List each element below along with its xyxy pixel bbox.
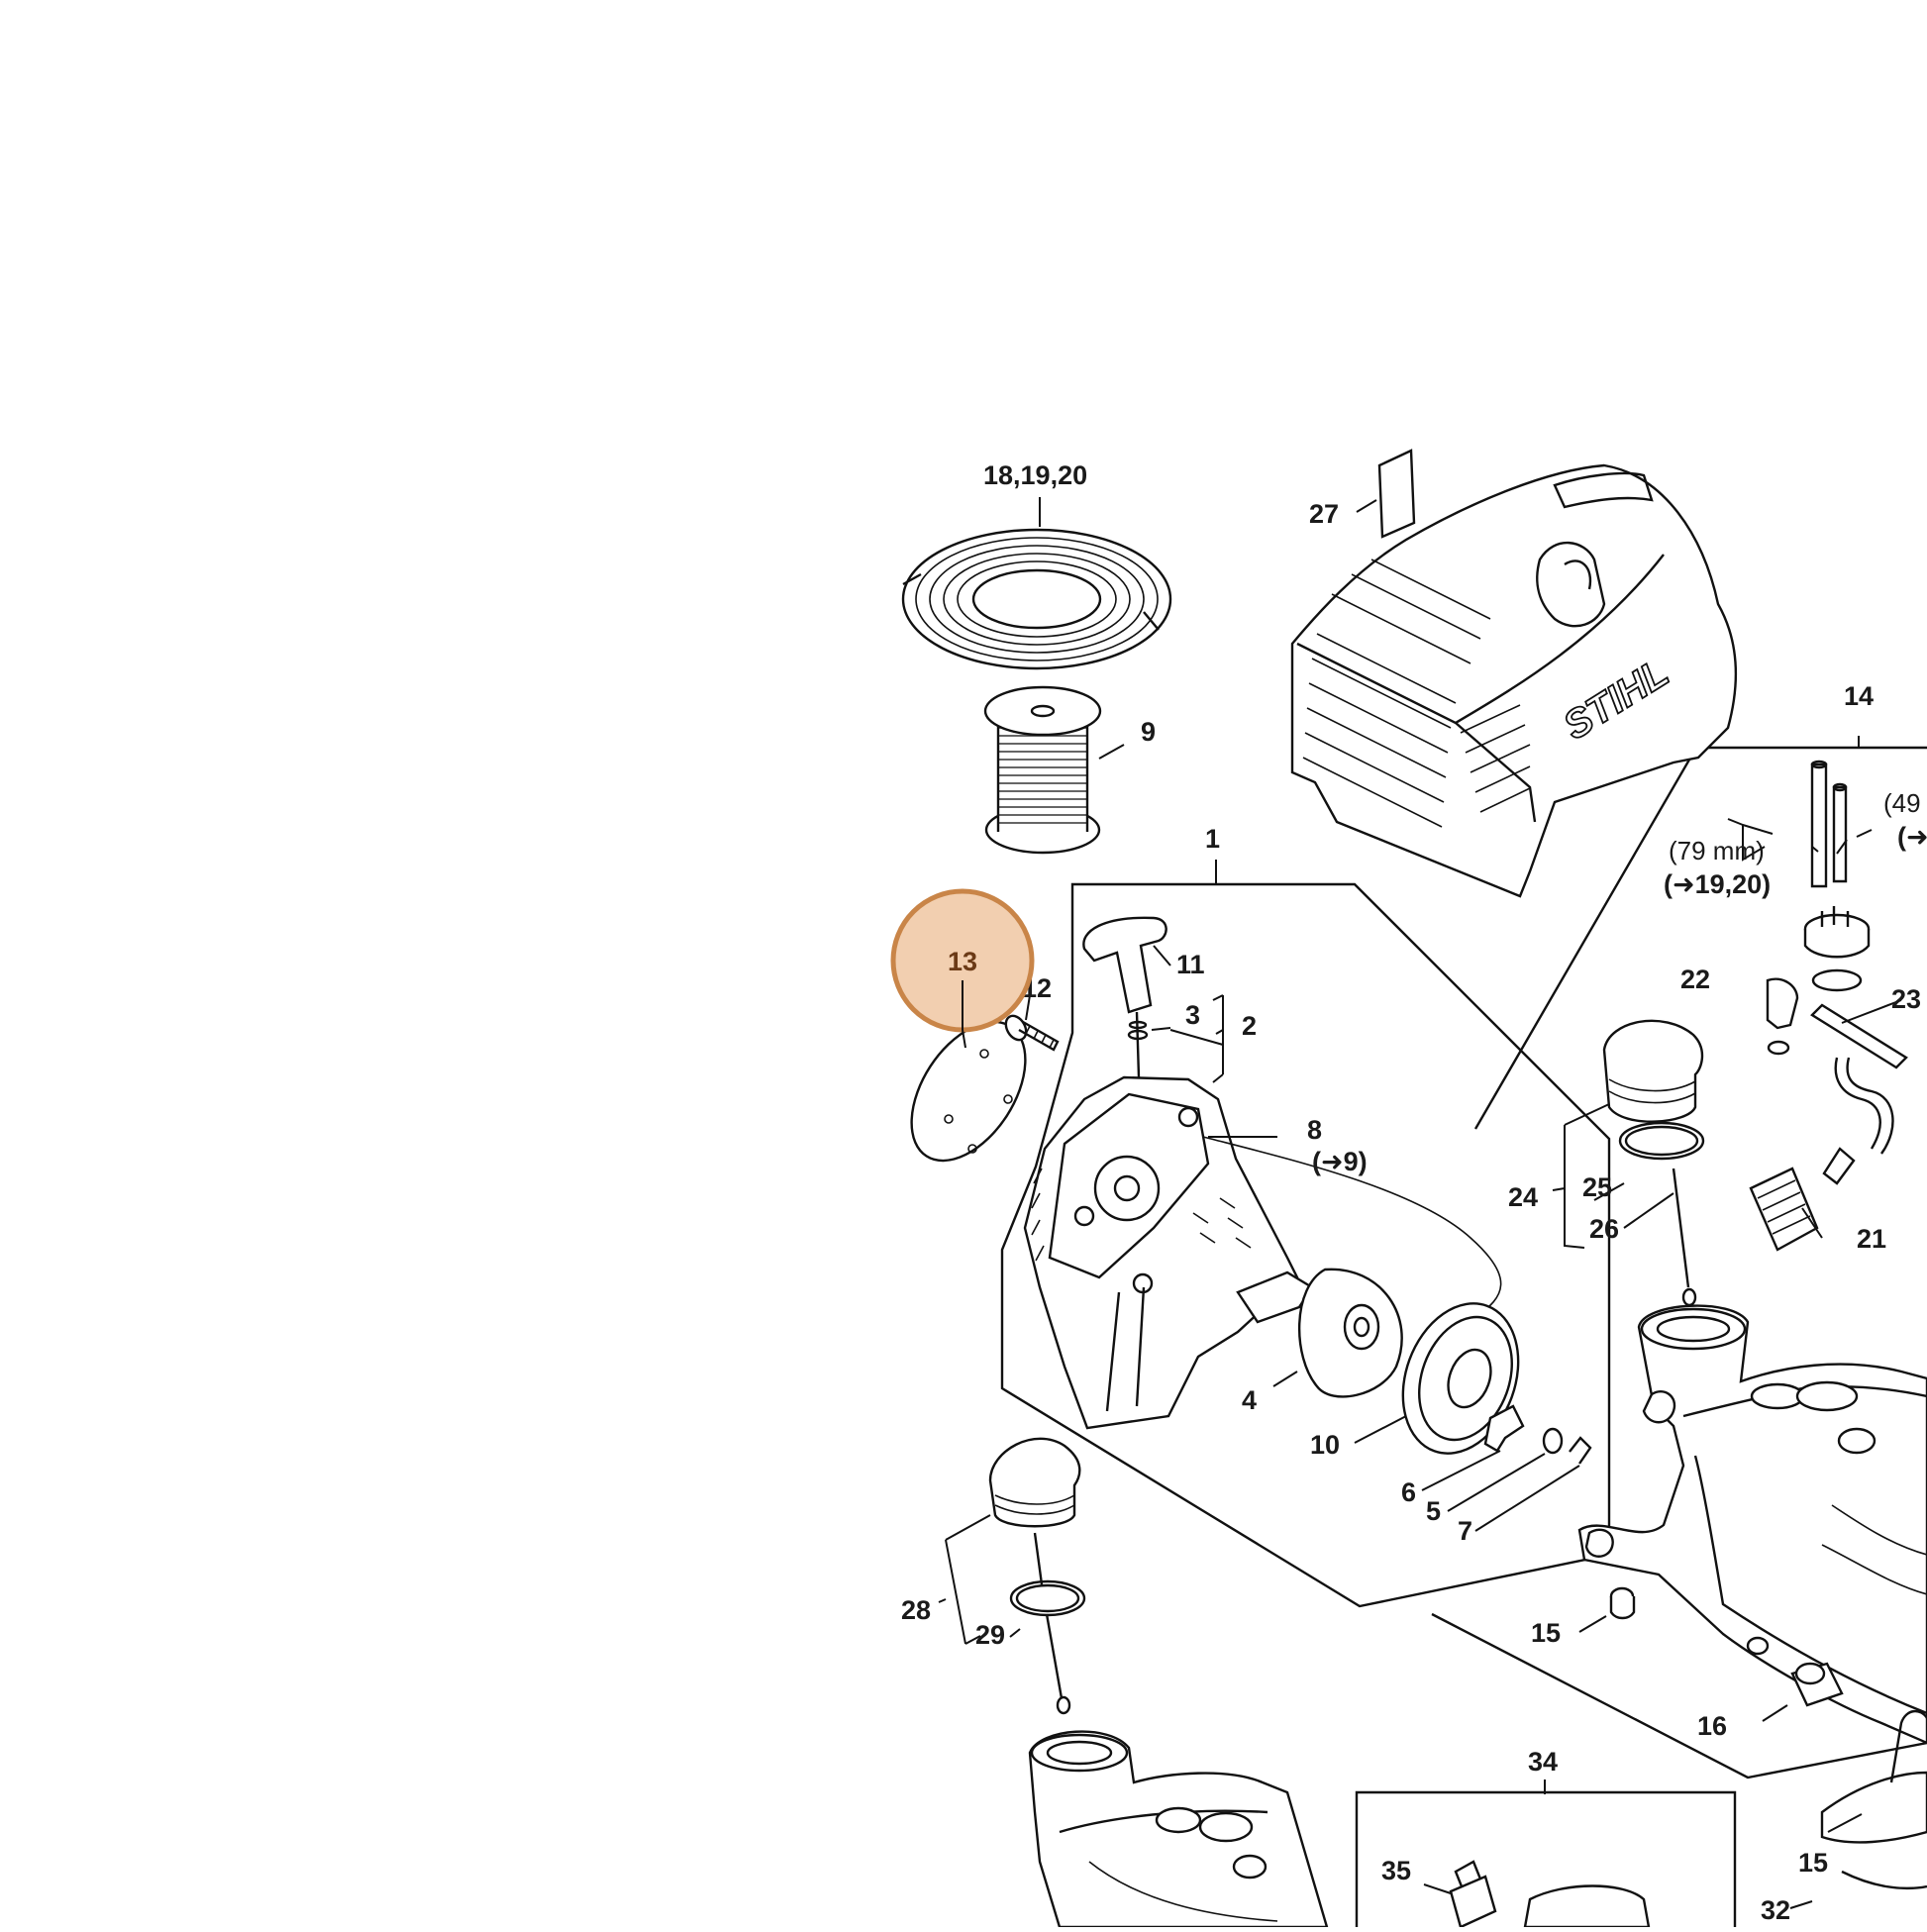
label-9: 9 xyxy=(1141,717,1156,747)
rope-guide xyxy=(1297,1268,1403,1398)
label-3: 3 xyxy=(1185,1000,1200,1030)
fuel-hoses xyxy=(1810,760,1848,888)
label-8: 8 xyxy=(1307,1115,1322,1145)
label-79mm: (79 mm) xyxy=(1669,836,1765,865)
fuel-tank xyxy=(1577,1304,1927,1745)
label-23: 23 xyxy=(1891,984,1921,1014)
label-35: 35 xyxy=(1381,1856,1411,1885)
label-2: 2 xyxy=(1242,1011,1257,1041)
label-15-a: 15 xyxy=(1531,1618,1561,1648)
decal xyxy=(1377,449,1416,539)
tank-vent xyxy=(1803,906,1871,992)
label-26: 26 xyxy=(1589,1214,1619,1244)
label-10: 10 xyxy=(1310,1430,1340,1460)
label-14: 14 xyxy=(1844,681,1874,711)
coil-spring xyxy=(901,528,1172,670)
shroud: STIHL xyxy=(1290,463,1738,898)
pickup-valve xyxy=(1766,977,1908,1069)
group-outline-tank xyxy=(1431,1612,1927,1779)
label-18-19-20: 18,19,20 xyxy=(983,460,1087,490)
rope-rotor xyxy=(983,685,1102,855)
label-4: 4 xyxy=(1242,1385,1257,1415)
label-49: (49 xyxy=(1883,788,1921,818)
fuel-filter xyxy=(1749,1147,1856,1252)
label-22: 22 xyxy=(1680,965,1710,994)
starter-grip xyxy=(1082,916,1167,1078)
label-6: 6 xyxy=(1401,1477,1416,1507)
label-5: 5 xyxy=(1426,1496,1441,1526)
label-49-ref: (➜ xyxy=(1897,822,1927,852)
label-79mm-ref: (➜19,20) xyxy=(1664,869,1771,899)
label-34: 34 xyxy=(1528,1747,1558,1777)
highlight-callout-13[interactable]: 13 xyxy=(890,888,1035,1049)
fuel-cap xyxy=(1602,1019,1705,1307)
label-27: 27 xyxy=(1309,499,1339,529)
label-21: 21 xyxy=(1857,1224,1886,1254)
highlight-label: 13 xyxy=(948,947,977,976)
label-16: 16 xyxy=(1697,1711,1727,1741)
label-24: 24 xyxy=(1508,1182,1538,1212)
label-8-ref: (➜9) xyxy=(1312,1147,1368,1176)
label-25: 25 xyxy=(1582,1172,1612,1202)
label-29: 29 xyxy=(975,1620,1005,1650)
rope-rotor-pulley xyxy=(1401,1302,1520,1455)
pawl xyxy=(1483,1404,1592,1465)
label-1: 1 xyxy=(1205,824,1220,854)
fan-housing xyxy=(1023,1075,1314,1430)
label-28: 28 xyxy=(901,1595,931,1625)
screw xyxy=(1004,1014,1060,1052)
fuel-hose-curved xyxy=(1834,1057,1894,1155)
spark-plug xyxy=(1449,1860,1651,1929)
label-11: 11 xyxy=(1176,950,1205,979)
group-outline-starter xyxy=(1000,882,1611,1608)
fuel-cap-2 xyxy=(988,1437,1086,1715)
handle-part xyxy=(1820,1709,1927,1890)
av-buffer xyxy=(1609,1586,1844,1707)
starter-rope xyxy=(1202,1136,1502,1318)
label-15-b: 15 xyxy=(1798,1848,1828,1878)
fuel-tank-2 xyxy=(1028,1730,1329,1929)
label-32: 32 xyxy=(1761,1895,1790,1925)
leader-lines xyxy=(938,497,1902,1909)
label-7: 7 xyxy=(1458,1516,1472,1546)
